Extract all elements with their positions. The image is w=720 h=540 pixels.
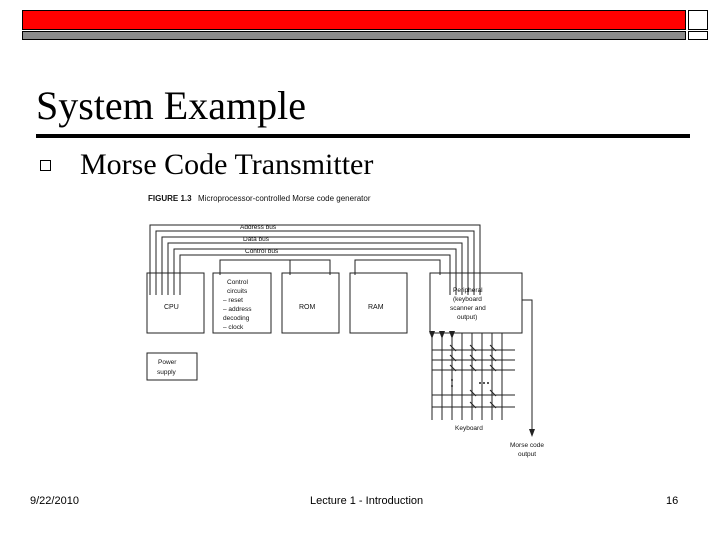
peripheral-line-2: (keyboard bbox=[453, 296, 482, 303]
corner-square-bottom bbox=[688, 31, 708, 40]
control-bus-label: Control bus bbox=[245, 248, 279, 255]
data-bus-label: Data bus bbox=[243, 236, 270, 243]
red-bar bbox=[22, 10, 686, 30]
ram-label: RAM bbox=[368, 304, 384, 311]
peripheral-line-4: output) bbox=[457, 314, 477, 321]
control-line-2: circuits bbox=[227, 288, 248, 295]
control-line-4: – address bbox=[223, 306, 252, 313]
footer-page-number: 16 bbox=[666, 495, 679, 507]
morse-output-line-1: Morse code bbox=[510, 442, 544, 449]
title-underline bbox=[36, 134, 690, 138]
power-line-1: Power bbox=[158, 359, 177, 366]
keyboard-label: Keyboard bbox=[455, 425, 483, 432]
power-line-2: supply bbox=[157, 369, 177, 376]
control-line-1: Control bbox=[227, 279, 249, 286]
figure-caption-text: Microprocessor-controlled Morse code gen… bbox=[198, 194, 371, 203]
control-line-5: decoding bbox=[223, 315, 250, 322]
slide-title: System Example bbox=[36, 83, 306, 128]
control-line-3: – reset bbox=[223, 297, 243, 304]
decorative-top-bars bbox=[22, 10, 708, 40]
figure-caption-label: FIGURE 1.3 bbox=[148, 194, 192, 203]
address-bus-label: Address bus bbox=[240, 224, 277, 231]
cpu-label: CPU bbox=[164, 304, 179, 311]
footer-date: 9/22/2010 bbox=[30, 495, 79, 507]
control-line-6: – clock bbox=[223, 324, 244, 331]
morse-output-line-2: output bbox=[518, 451, 536, 458]
rom-label: ROM bbox=[299, 304, 316, 311]
footer-center-text: Lecture 1 - Introduction bbox=[310, 495, 424, 507]
peripheral-line-3: scanner and bbox=[450, 305, 486, 312]
gray-bar bbox=[22, 31, 686, 40]
peripheral-line-1: Peripheral bbox=[453, 287, 483, 294]
bullet-text: Morse Code Transmitter bbox=[80, 148, 374, 181]
hollow-square-bullet-icon bbox=[40, 160, 51, 171]
corner-square-top bbox=[688, 10, 708, 30]
morse-code-generator-diagram: FIGURE 1.3 Microprocessor-controlled Mor… bbox=[146, 194, 544, 458]
